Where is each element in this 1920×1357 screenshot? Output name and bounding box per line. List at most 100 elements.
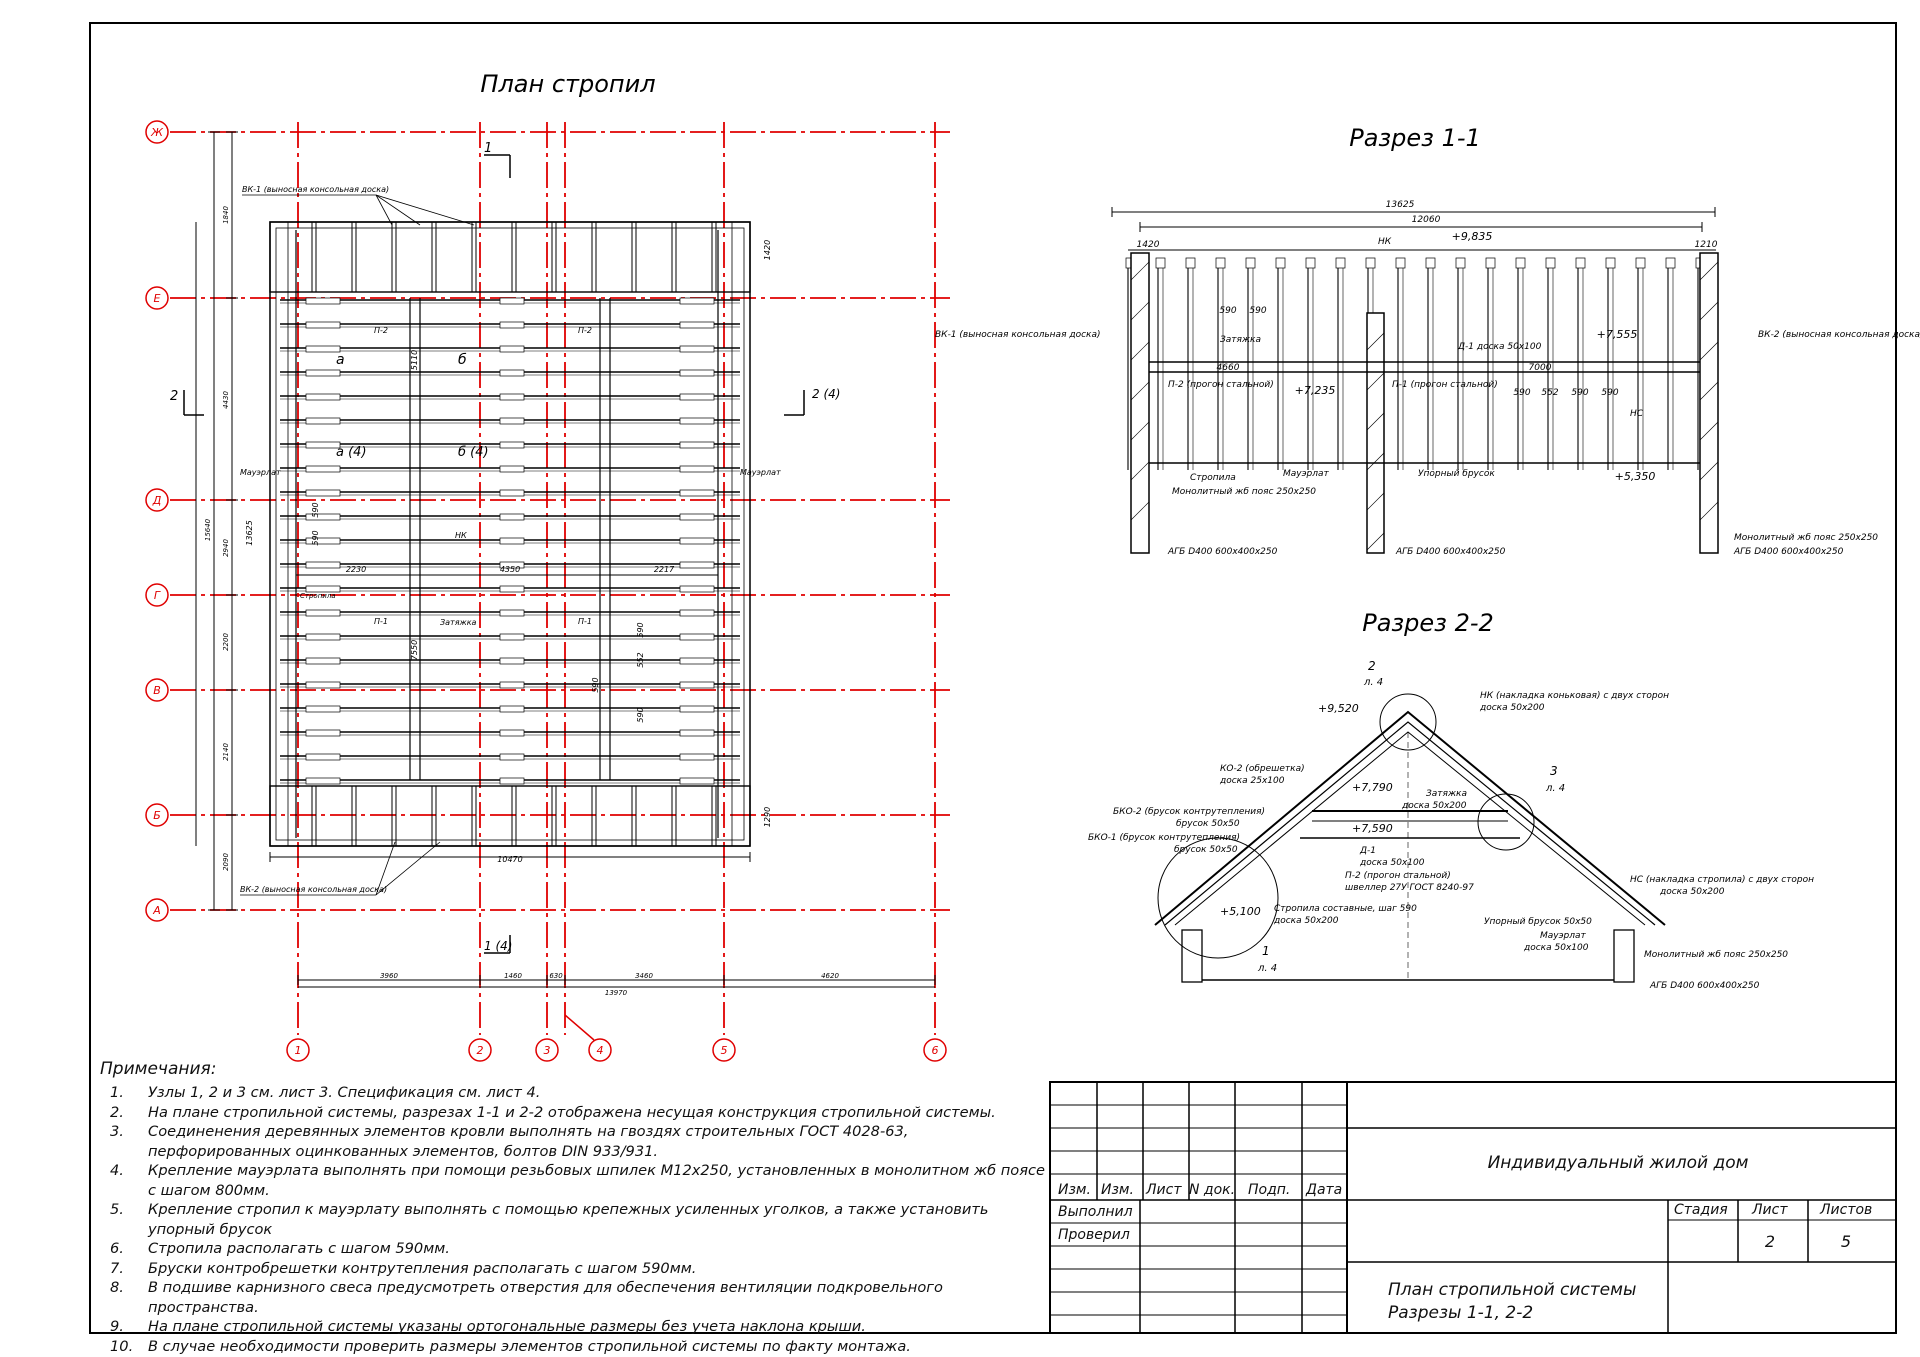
svg-text:2090: 2090 — [222, 853, 230, 871]
svg-text:4430: 4430 — [222, 391, 230, 409]
post-cap — [1335, 257, 1346, 269]
rafter-block — [305, 465, 341, 473]
svg-text:ВК-2 (выносная консольная доск: ВК-2 (выносная консольная доска) — [1758, 330, 1920, 340]
rafter-block — [499, 585, 525, 593]
svg-text:2940: 2940 — [222, 539, 230, 557]
rafter-block — [679, 681, 715, 689]
svg-text:л. 4: л. 4 — [1257, 963, 1277, 974]
svg-text:ВК-1 (выносная консольная доск: ВК-1 (выносная консольная доска) — [935, 330, 1101, 340]
svg-text:3: 3 — [544, 1044, 551, 1057]
svg-text:доска 50х200: доска 50х200 — [1273, 916, 1339, 926]
rafter-block — [679, 537, 715, 545]
svg-text:Затяжка: Затяжка — [1426, 789, 1467, 799]
post-cap — [1515, 257, 1526, 269]
note-number: 5. — [110, 1201, 124, 1218]
svg-text:1460: 1460 — [504, 972, 522, 980]
svg-text:Проверил: Проверил — [1058, 1227, 1130, 1243]
section1-tie — [1149, 361, 1700, 464]
plan-row-axes — [170, 131, 950, 911]
rafter-block — [679, 585, 715, 593]
note-text: Бруски контробрешетки контрутепления рас… — [148, 1259, 697, 1277]
note-item: 8.В подшиве карнизного свеса предусмотре… — [100, 1278, 1050, 1317]
svg-text:Мауэрлат: Мауэрлат — [240, 468, 281, 477]
svg-text:1420: 1420 — [763, 240, 772, 260]
svg-text:л. 4: л. 4 — [1363, 677, 1383, 688]
post-cap — [1545, 257, 1556, 269]
rafter-block — [305, 369, 341, 377]
rafter-block — [499, 561, 525, 569]
svg-text:Стропила составные, шаг 590: Стропила составные, шаг 590 — [1274, 904, 1417, 914]
svg-text:НС (накладка стропила) с двух: НС (накладка стропила) с двух сторон — [1630, 875, 1814, 885]
rafter-block — [679, 705, 715, 713]
svg-text:13625: 13625 — [1386, 200, 1415, 210]
svg-text:Ж: Ж — [150, 126, 164, 139]
svg-text:Д: Д — [152, 494, 162, 507]
note-text: Соединенения деревянных элементов кровли… — [148, 1123, 909, 1160]
section-1-1: Разрез 1-1 13625 12060 1420 1210 — [935, 124, 1920, 557]
note-number: 7. — [110, 1259, 124, 1277]
svg-text:N док.: N док. — [1189, 1182, 1235, 1198]
svg-text:Мауэрлат: Мауэрлат — [1540, 931, 1587, 941]
rafter-block — [679, 561, 715, 569]
svg-text:Лист: Лист — [1751, 1202, 1788, 1218]
svg-text:швеллер 27У ГОСТ 8240-97: швеллер 27У ГОСТ 8240-97 — [1345, 883, 1474, 893]
svg-text:доска 50х100: доска 50х100 — [1523, 943, 1589, 953]
rafter-block — [305, 513, 341, 521]
svg-text:3960: 3960 — [380, 972, 398, 980]
rafter-block — [499, 633, 525, 641]
rafter-block — [679, 753, 715, 761]
svg-text:Подп.: Подп. — [1248, 1182, 1290, 1198]
plan-label-vk2: ВК-2 (выносная консольная доска) — [240, 885, 387, 894]
note-text: Стропила располагать с шагом 590мм. — [148, 1240, 450, 1257]
post-cap — [1665, 257, 1676, 269]
svg-text:2217: 2217 — [654, 565, 675, 574]
svg-text:+7,235: +7,235 — [1295, 384, 1336, 397]
svg-text:Д-1: Д-1 — [1359, 846, 1376, 856]
svg-text:590: 590 — [1601, 388, 1618, 398]
svg-text:12060: 12060 — [1412, 215, 1441, 225]
note-item: 2.На плане стропильной системы, разрезах… — [100, 1103, 1050, 1123]
post-cap — [1485, 257, 1496, 269]
rafter-block — [499, 705, 525, 713]
svg-text:доска 50х200: доска 50х200 — [1401, 801, 1467, 811]
svg-text:брусок 50х50: брусок 50х50 — [1174, 845, 1238, 855]
svg-text:2: 2 — [477, 1044, 484, 1057]
rafter-block — [305, 417, 341, 425]
rafter-block — [499, 321, 525, 329]
overhang-boards — [311, 222, 717, 846]
section1-title: Разрез 1-1 — [1349, 124, 1481, 152]
svg-text:2 (4): 2 (4) — [812, 387, 840, 401]
rafters-group — [280, 297, 740, 785]
svg-text:1: 1 — [295, 1044, 302, 1057]
rafter-block — [499, 441, 525, 449]
note-item: 5.Крепление стропил к мауэрлату выполнят… — [100, 1200, 1050, 1239]
post-cap — [1365, 257, 1376, 269]
note-item: 6.Стропила располагать с шагом 590мм. — [100, 1239, 1050, 1259]
rafter-block — [499, 369, 525, 377]
rafter-block — [499, 513, 525, 521]
svg-text:4620: 4620 — [821, 972, 839, 980]
note-text: В случае необходимости проверить размеры… — [148, 1337, 911, 1355]
svg-text:+5,100: +5,100 — [1220, 905, 1261, 918]
svg-text:Б: Б — [153, 809, 161, 822]
note-number: 3. — [110, 1123, 124, 1140]
plan-label-vk1: ВК-1 (выносная консольная доска) — [242, 185, 389, 194]
section2-roof — [1154, 710, 1666, 981]
svg-text:План стропильной системы: План стропильной системы — [1388, 1280, 1636, 1300]
svg-text:доска 50х200: доска 50х200 — [1479, 703, 1545, 713]
rafter-block — [305, 537, 341, 545]
svg-text:4350: 4350 — [500, 565, 520, 574]
rafter-block — [679, 393, 715, 401]
sheet-number: 2 — [1765, 1232, 1775, 1251]
svg-text:2140: 2140 — [222, 743, 230, 761]
title-block-text: Изм. Изм. Лист N док. Подп. Дата Выполни… — [1058, 1153, 1872, 1323]
svg-text:П-1 (прогон стальной): П-1 (прогон стальной) — [1392, 380, 1498, 390]
svg-text:552: 552 — [636, 652, 645, 667]
svg-text:АГБ D400 600х400х250: АГБ D400 600х400х250 — [1733, 547, 1844, 557]
svg-text:П-2: П-2 — [578, 326, 592, 335]
post-cap — [1185, 257, 1196, 269]
rafter-block — [305, 633, 341, 641]
svg-text:брусок 50х50: брусок 50х50 — [1176, 819, 1240, 829]
notes-block: Примечания: 1.Узлы 1, 2 и 3 см. лист 3. … — [100, 1059, 1050, 1356]
post-cap — [1635, 257, 1646, 269]
